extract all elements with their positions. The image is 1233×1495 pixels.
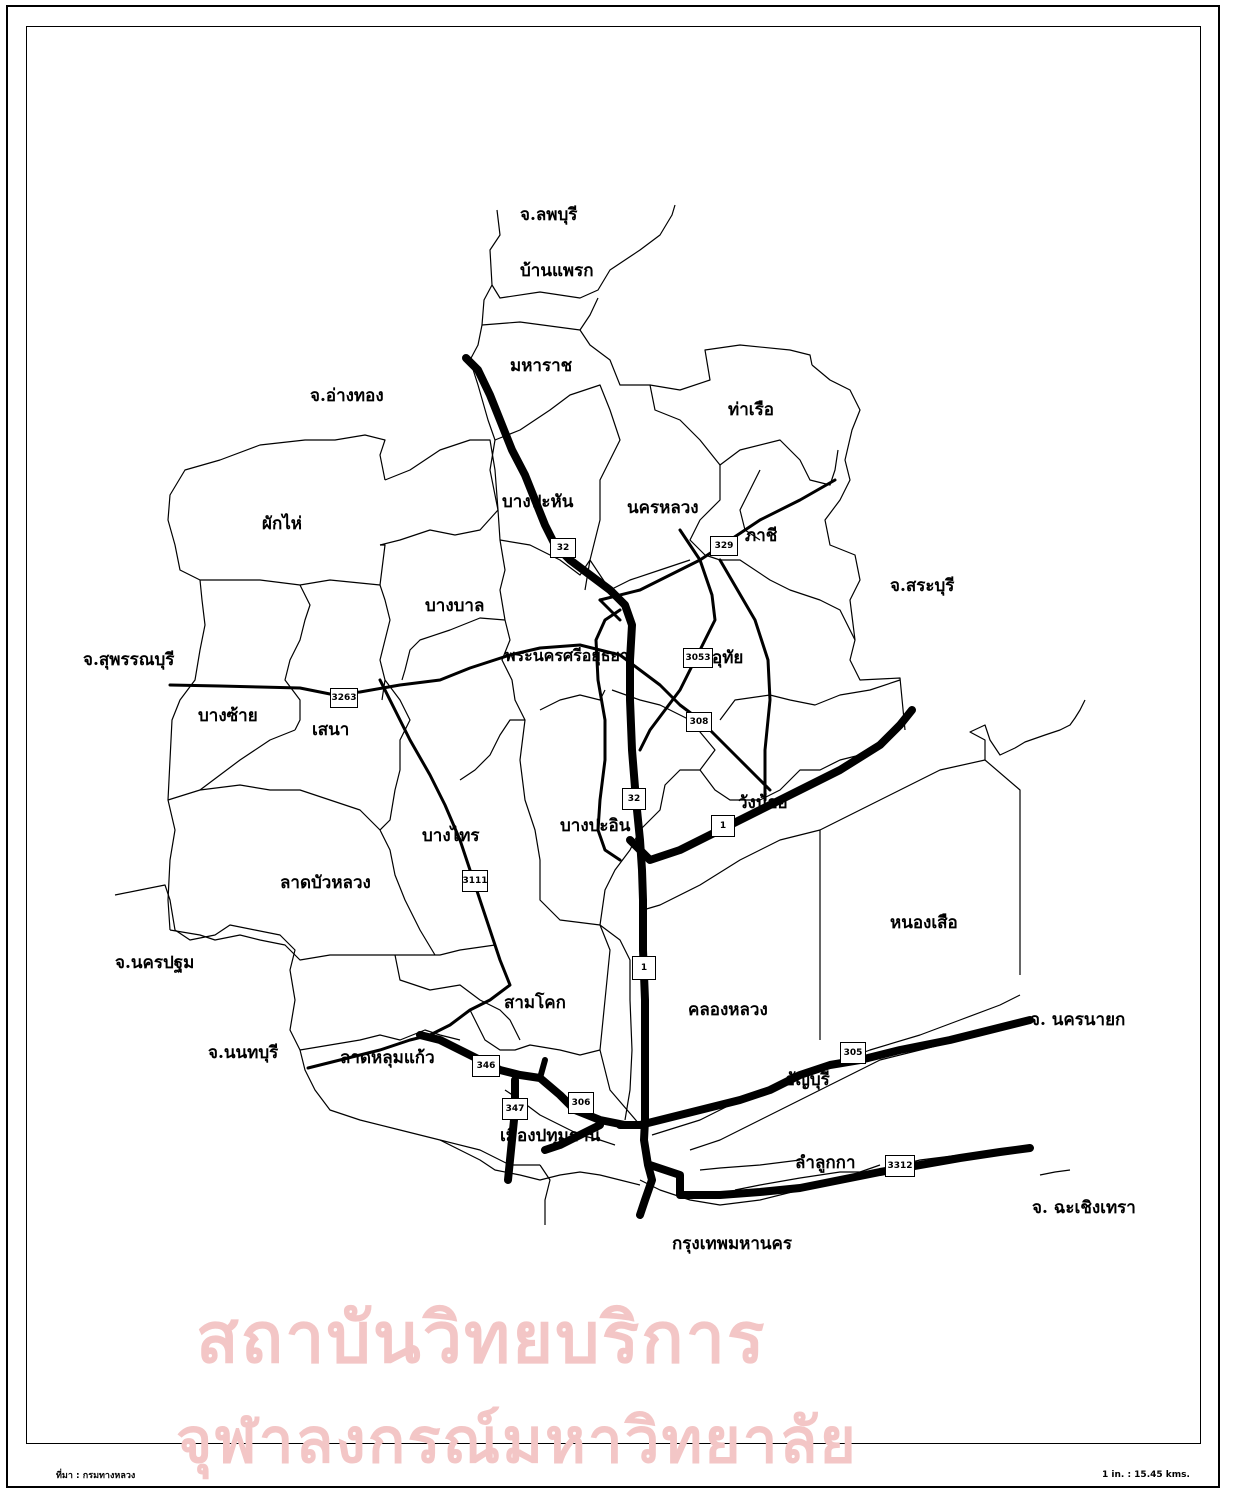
highway-347: [504, 1076, 519, 1184]
label-nonthaburi: จ.นนทบุรี: [208, 1043, 279, 1063]
highways: [416, 354, 1034, 1219]
label-chachoengsao: จ. ฉะเชิงเทรา: [1032, 1198, 1136, 1218]
source-note: ที่มา : กรมทางหลวง: [56, 1471, 136, 1481]
label-uthai: อุทัย: [712, 648, 744, 668]
label-ban-phraek: บ้านแพรก: [520, 261, 594, 281]
route-shield: 1: [632, 956, 656, 980]
label-nakhon-luang: นครหลวง: [627, 498, 699, 518]
route-3111-east: [718, 558, 772, 802]
route-shield: 305: [840, 1042, 866, 1064]
highway-305: [616, 1016, 1034, 1129]
route-shield: 3312: [885, 1155, 915, 1177]
highway-1-connector: [626, 706, 916, 864]
label-tha-ruea: ท่าเรือ: [728, 400, 774, 420]
label-wang-noi: วังน้อย: [738, 793, 788, 813]
scale-note: 1 in. : 15.45 kms.: [1102, 1470, 1190, 1480]
label-suphanburi: จ.สุพรรณบุรี: [83, 650, 175, 670]
route-ayutthaya-north: [598, 598, 622, 622]
label-bang-sai-ayut: บางซ้าย: [198, 706, 258, 726]
label-nong-suea: หนองเสือ: [890, 913, 958, 933]
district-boundaries: [114, 204, 1086, 1225]
highway-1-lower: [537, 1057, 548, 1081]
route-3111: [306, 678, 512, 1070]
label-sam-khok: สามโคก: [504, 993, 566, 1013]
label-saraburi: จ.สระบุรี: [890, 576, 955, 596]
label-nakhon-pathom: จ.นครปฐม: [115, 953, 195, 973]
label-ayutthaya: พระนครศรีอยุธยา: [505, 646, 629, 665]
route-shield: 329: [710, 536, 738, 556]
label-bang-pahan: บางปะหัน: [502, 492, 574, 512]
route-shield: 1: [711, 815, 735, 837]
label-sena: เสนา: [312, 720, 350, 740]
label-bangkok: กรุงเทพมหานคร: [672, 1234, 793, 1254]
label-lat-lum-kaeo: ลาดหลุมแก้ว: [340, 1048, 435, 1068]
route-ayutthaya-loop: [594, 608, 622, 862]
label-phak-hai: ผักไห่: [262, 514, 303, 534]
map-border: [26, 26, 1201, 1444]
highway-306: [541, 1121, 604, 1154]
route-shield: 308: [686, 712, 712, 732]
highway-3312: [646, 1144, 1034, 1199]
route-shield: 3111: [462, 870, 488, 892]
route-shield: 347: [502, 1098, 528, 1120]
label-bang-ban: บางบาล: [425, 596, 485, 616]
route-shield: 32: [622, 788, 646, 810]
label-bang-pa-in: บางปะอิน: [560, 816, 631, 836]
label-nakhon-nayok: จ. นครนายก: [1030, 1010, 1126, 1030]
label-thanyaburi: ธัญบุรี: [785, 1070, 830, 1090]
route-shield: 346: [472, 1055, 500, 1077]
route-shield: 306: [568, 1092, 594, 1114]
route-shield: 32: [550, 538, 576, 558]
label-khlong-luang: คลองหลวง: [688, 1000, 768, 1020]
route-shield: 3263: [330, 688, 358, 708]
route-shield: 3053: [683, 648, 713, 668]
label-lopburi: จ.ลพบุรี: [520, 205, 578, 225]
label-lat-bua-luang: ลาดบัวหลวง: [280, 873, 371, 893]
outer-frame: [6, 5, 1220, 1488]
label-phachi: ภาชี: [745, 526, 778, 546]
label-mueang-pathum: เมืองปทุมธานี: [500, 1126, 601, 1146]
watermark-line-1: สถาบันวิทยบริการ: [196, 1297, 767, 1379]
label-lam-luk-ka: ลำลูกกา: [795, 1153, 856, 1173]
label-bang-sai: บางไทร: [422, 826, 480, 846]
label-maharat: มหาราช: [510, 356, 573, 376]
label-angthong: จ.อ่างทอง: [310, 386, 384, 406]
watermark-line-2: จุฬาลงกรณ์มหาวิทยาลัย: [176, 1404, 858, 1477]
route-3263: [168, 643, 772, 792]
secondary-roads: [168, 478, 837, 1070]
